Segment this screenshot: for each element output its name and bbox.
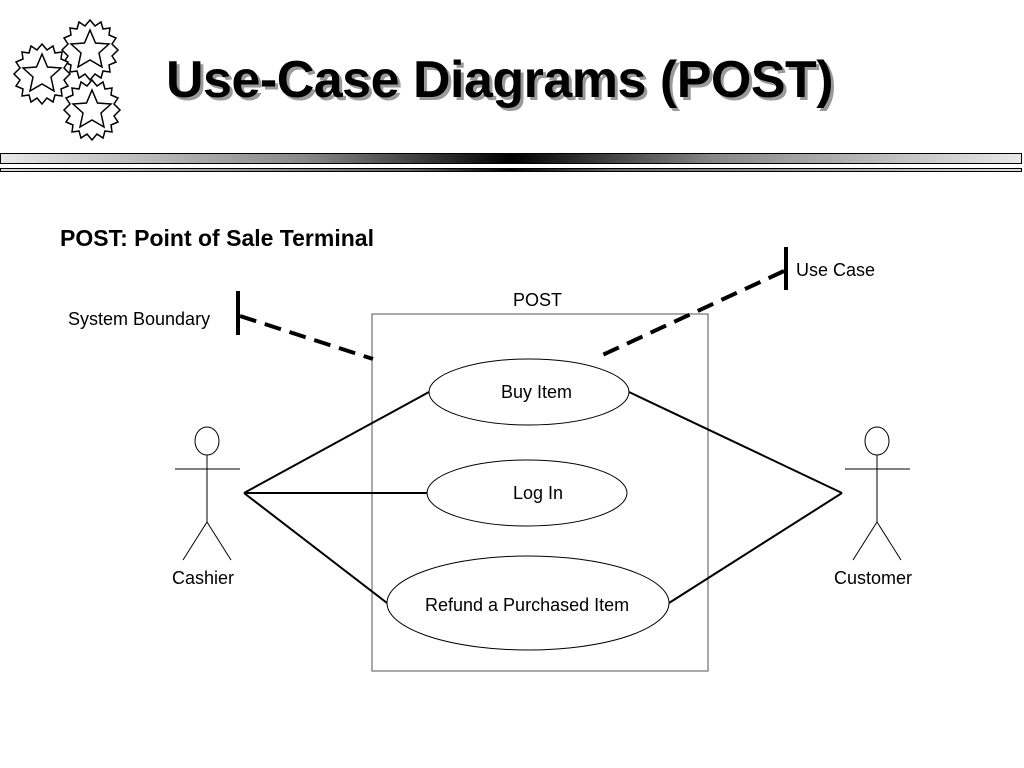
actor-label-customer: Customer bbox=[834, 568, 913, 588]
callout-use-case-pointer bbox=[595, 247, 788, 360]
use-case-label-buy-item: Buy Item bbox=[501, 382, 573, 402]
title-divider-thin bbox=[0, 168, 1022, 172]
slide-title: Use-Case Diagrams (POST) bbox=[166, 51, 834, 109]
callout-label-system-boundary: System Boundary bbox=[68, 309, 211, 329]
actor-cashier-figure bbox=[175, 426, 240, 561]
callout-system-boundary-pointer bbox=[236, 291, 374, 361]
use-case-label-log-in: Log In bbox=[513, 483, 564, 503]
system-name-label: POST bbox=[513, 290, 563, 310]
actor-customer-figure bbox=[845, 426, 910, 561]
assoc-customer-buy-item bbox=[628, 391, 843, 494]
callout-label-use-case: Use Case bbox=[796, 260, 876, 280]
actor-label-cashier: Cashier bbox=[172, 568, 235, 588]
assoc-cashier-buy-item bbox=[243, 391, 430, 494]
assoc-customer-refund bbox=[668, 492, 843, 604]
diagram-subtitle: POST: Point of Sale Terminal bbox=[60, 225, 374, 251]
use-case-label-refund: Refund a Purchased Item bbox=[425, 595, 630, 615]
assoc-cashier-refund bbox=[243, 492, 388, 604]
title-divider-thick bbox=[0, 153, 1022, 164]
